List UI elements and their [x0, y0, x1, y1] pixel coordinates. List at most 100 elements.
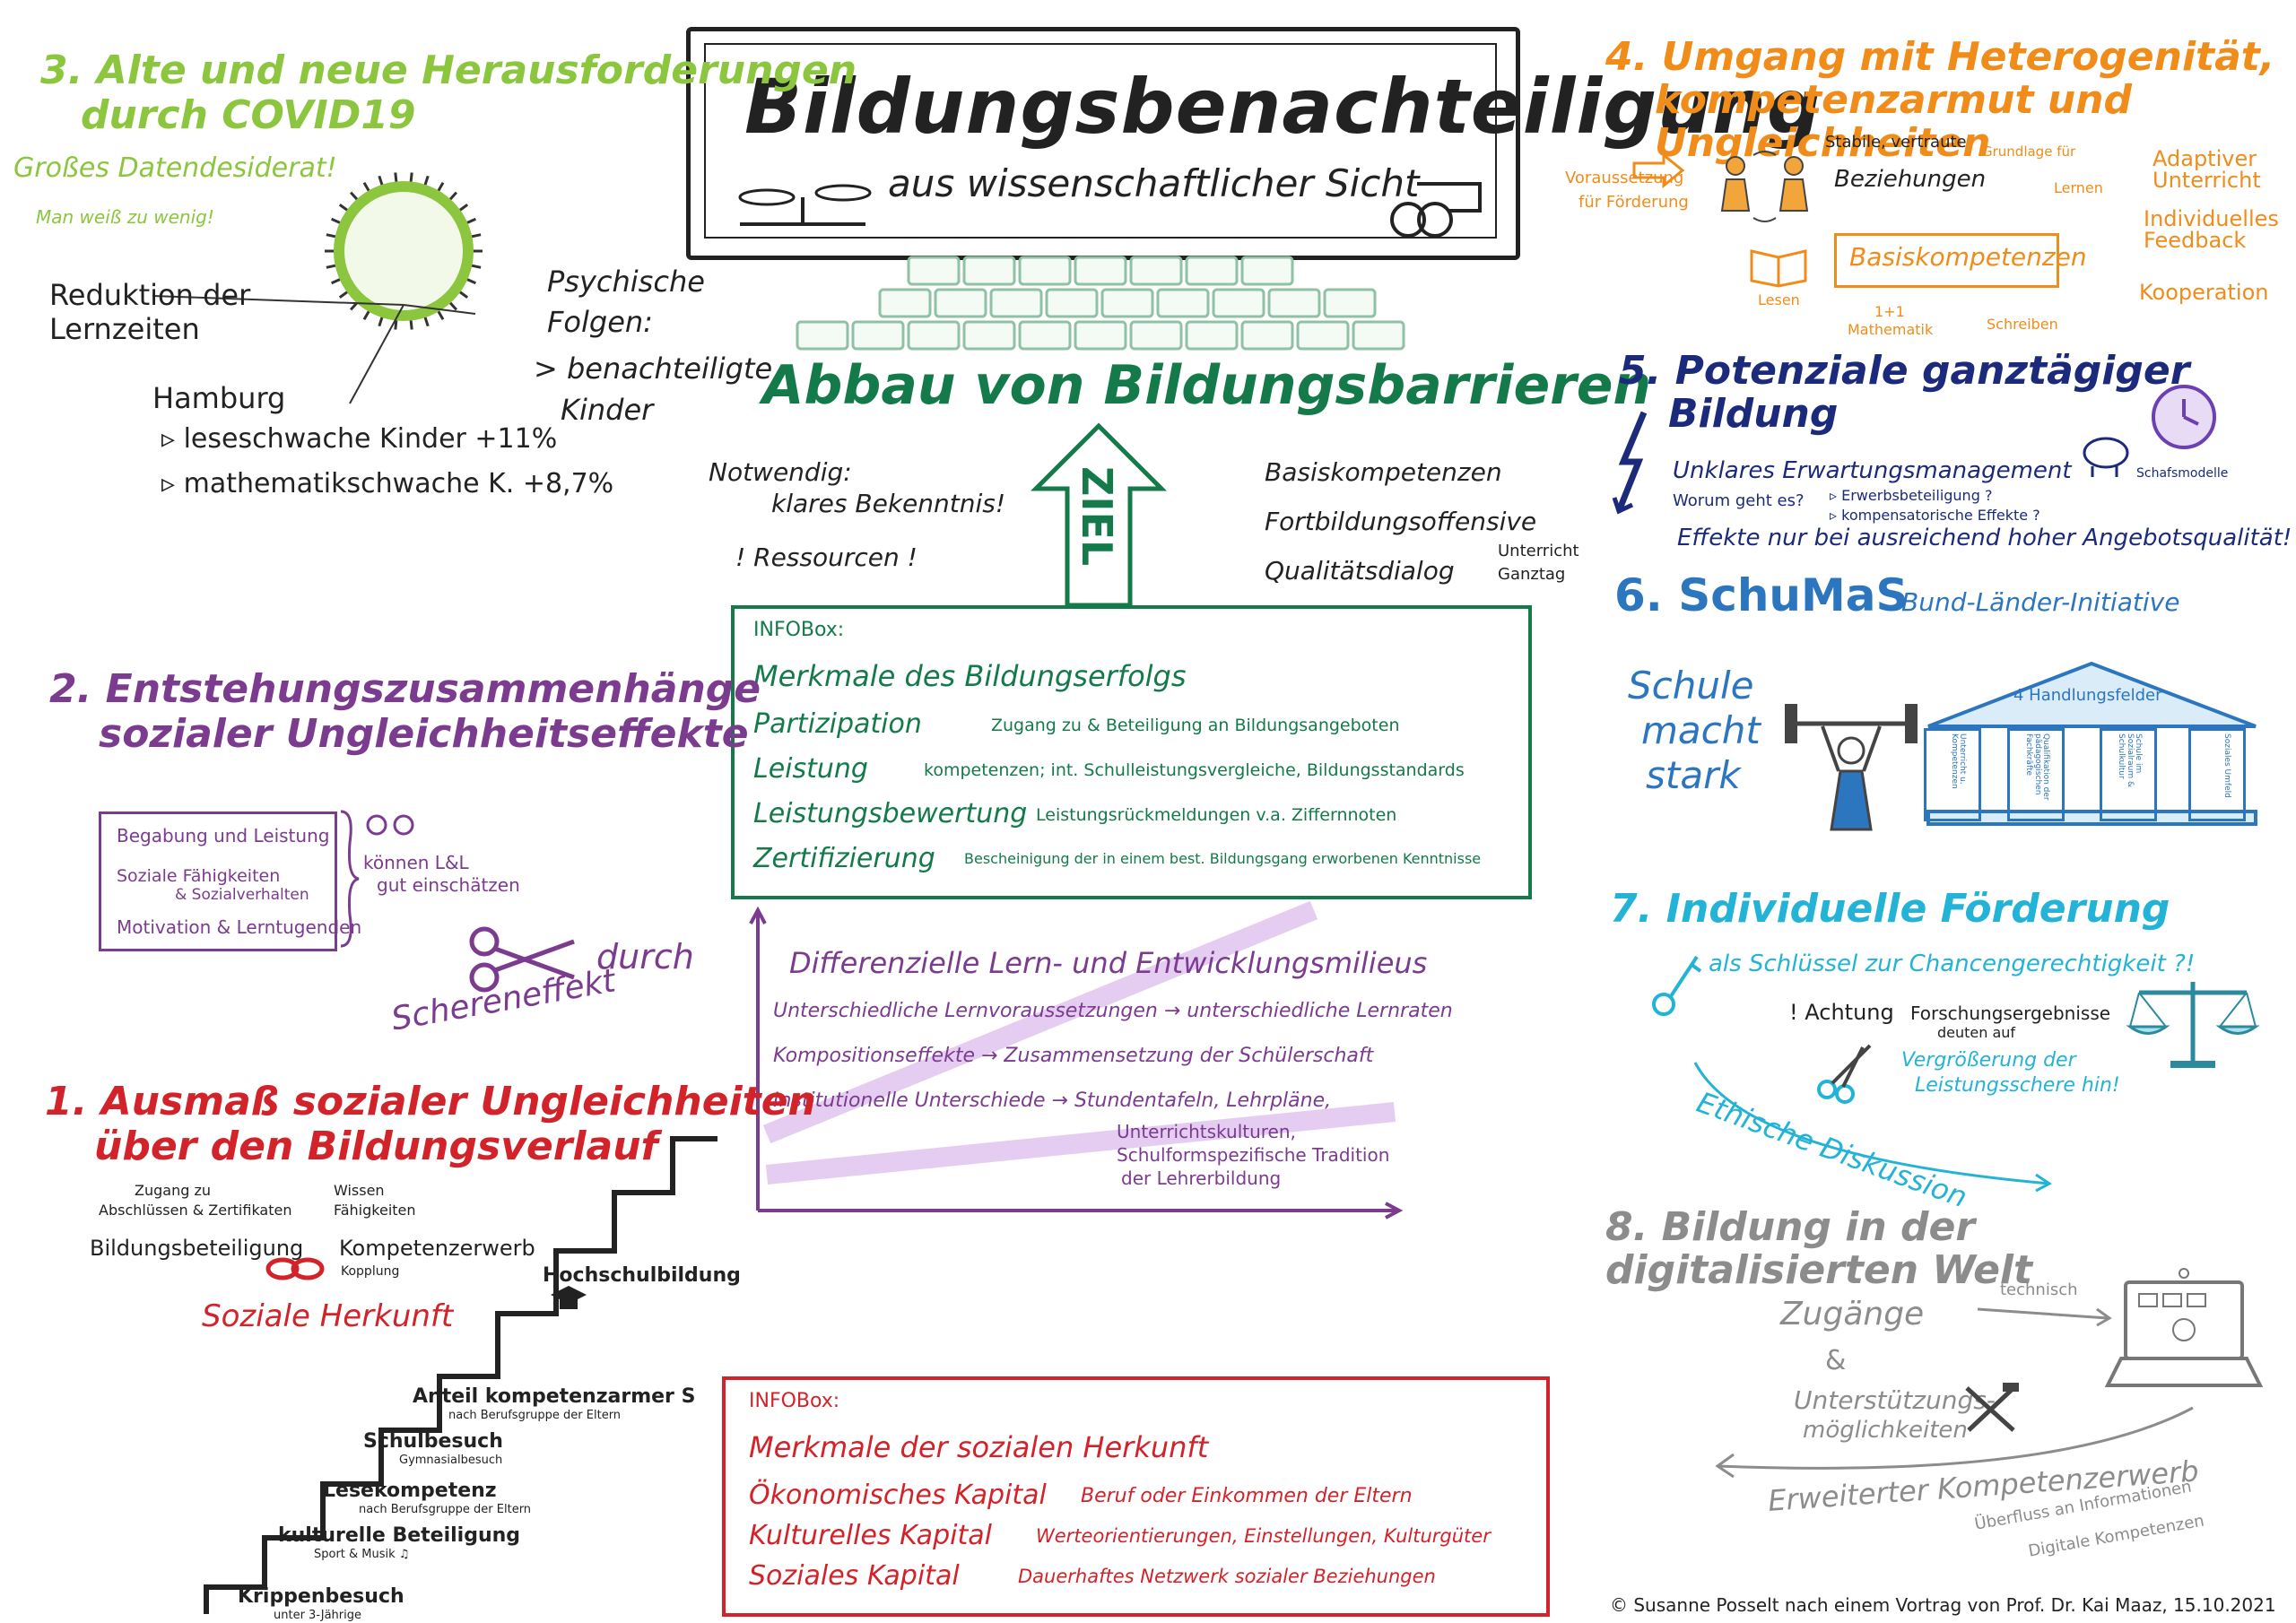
fortbildung-label: Fortbildungsoffensive	[1265, 507, 1537, 536]
s1-top-left-2: Abschlüssen & Zertifikaten	[99, 1202, 292, 1219]
infobox-green-label: INFOBox:	[753, 619, 845, 641]
s2-box-item-4: Motivation & Lerntugenden	[117, 916, 362, 938]
s2-title-line2: sozialer Ungleichheitseffekte	[99, 711, 749, 757]
s7-scissors-icon	[1817, 1044, 1872, 1104]
infobox-red-term: Soziales Kapital	[749, 1560, 960, 1592]
s3-psych-3: > benachteiligte	[534, 352, 773, 386]
s3-note-2: Man weiß zu wenig!	[36, 206, 214, 228]
stairs-icon	[204, 1136, 718, 1614]
s8-return-arrow	[1715, 1406, 2194, 1479]
milieus-row-2: Kompositionseffekte → Zusammensetzung de…	[773, 1045, 1374, 1067]
s2-side-note-2: gut einschätzen	[377, 874, 520, 896]
s2-box-item-3: & Sozialverhalten	[175, 886, 309, 904]
s3-hamburg-item-2: ▹ mathematikschwache K. +8,7%	[161, 468, 614, 499]
infobox-green-desc: kompetenzen; int. Schulleistungsvergleic…	[924, 760, 1465, 780]
s5-sub-1: ▹ Erwerbsbeteiligung ?	[1830, 487, 1993, 504]
qualitaet-label: Qualitätsdialog	[1265, 556, 1455, 586]
infobox-red-desc: Beruf oder Einkommen der Eltern	[1081, 1485, 1413, 1507]
s8-technisch: technisch	[2000, 1280, 2078, 1299]
milieus-extra-1: Unterrichtskulturen,	[1117, 1121, 1296, 1142]
s4-title-line1: 4. Umgang mit Heterogenität,	[1605, 34, 2275, 80]
s8-technisch-arrow	[1977, 1307, 2112, 1327]
s2-box-item-2: Soziale Fähigkeiten	[117, 866, 281, 886]
scale-icon	[738, 184, 872, 226]
s4-title-line2: kompetenzarmut und Ungleichheiten	[1655, 77, 2132, 167]
ressourcen-label: ! Ressourcen !	[735, 542, 918, 572]
stair-step-sub: nach Berufsgruppe der Eltern	[448, 1409, 622, 1422]
s6-left-2: macht	[1641, 708, 1761, 752]
s8-unterst-1: Unterstützungs-	[1794, 1385, 1996, 1415]
scissors-icon	[469, 926, 575, 993]
s4-basis: Basiskompetenzen	[1849, 242, 2087, 272]
infobox-red-heading: Merkmale der sozialen Herkunft	[749, 1430, 1209, 1464]
s7-vergr-2: Leistungsschere hin!	[1915, 1074, 2120, 1097]
s1-herkunft: Soziale Herkunft	[202, 1298, 454, 1334]
infobox-red-desc: Werteorientierungen, Einstellungen, Kult…	[1036, 1525, 1491, 1547]
s4-beziehungen: Beziehungen	[1834, 166, 1987, 193]
s1-kopplung: Kopplung	[341, 1264, 400, 1279]
s6-left-1: Schule	[1628, 664, 1754, 707]
virus-icon	[152, 172, 483, 404]
s1-top-left-1: Zugang zu	[135, 1182, 211, 1199]
infobox-green-desc: Leistungsrückmeldungen v.a. Ziffernnoten	[1036, 805, 1397, 825]
s1-top-right-2: Fähigkeiten	[334, 1202, 416, 1219]
stair-step-label: Anteil kompetenzarmer S	[413, 1385, 696, 1408]
infobox-green-term: Zertifizierung	[753, 843, 935, 874]
s4-voraussetzung-2: für Förderung	[1578, 193, 1689, 212]
milieus-extra-3: der Lehrerbildung	[1121, 1167, 1282, 1189]
temple-pillar	[2100, 728, 2157, 821]
weightlifter-icon	[1785, 704, 1918, 831]
s6-roof: 4 Handlungsfelder	[2013, 686, 2162, 705]
ethics-arrow-icon	[1693, 1062, 2052, 1193]
page-subtitle: aus wissenschaftlicher Sicht	[888, 161, 1420, 205]
s1-beteiligung: Bildungsbeteiligung	[90, 1236, 304, 1261]
tools-icon	[1965, 1383, 2019, 1432]
s3-hamburg: Hamburg	[152, 381, 286, 415]
temple-pillar-label: Unterricht u. Kompetenzen	[1949, 733, 1967, 789]
s8-und: &	[1825, 1345, 1847, 1376]
infobox-green-term: Leistung	[753, 753, 868, 785]
forward-arrow-icon	[1632, 152, 1685, 189]
s7-achtung: ! Achtung	[1789, 1000, 1894, 1025]
s6-sub: Bund-Länder-Initiative	[1901, 587, 2180, 617]
s4-voraussetzung-1: Voraussetzung	[1565, 169, 1684, 187]
s8-title: 8. Bildung in der digitalisierten Welt	[1605, 1204, 2033, 1294]
basiskompetenzen-label: Basiskompetenzen	[1265, 457, 1502, 487]
stair-step-sub: Gymnasialbesuch	[399, 1454, 503, 1467]
s7-vergr-1: Vergrößerung der	[1901, 1049, 2076, 1072]
infobox-bildungserfolg	[731, 605, 1532, 899]
s4-stabile: Stabile, vertraute	[1825, 133, 1967, 152]
unterricht-label: Unterricht	[1498, 542, 1579, 560]
s3-psych-2: Folgen:	[547, 305, 653, 339]
infobox-red-label: INFOBox:	[749, 1390, 840, 1412]
s7-title: 7. Individuelle Förderung	[1610, 886, 2170, 932]
bekenntnis-label: klares Bekenntnis!	[771, 489, 1006, 518]
temple-pillar-label: Qualifikation der pädagogischen Fachkräf…	[2024, 733, 2050, 801]
people-icon	[1720, 151, 1809, 222]
center-banner: Abbau von Bildungsbarrieren	[762, 354, 1652, 417]
temple-pillar	[2188, 728, 2246, 821]
s5-schaf: Schafsmodelle	[2136, 466, 2229, 481]
s6-title: 6. SchuMaS	[1614, 569, 1909, 621]
s3-reduction-1: Reduktion der	[49, 278, 251, 312]
s7-forschung-1: Forschungsergebnisse	[1910, 1002, 2111, 1024]
notwendig-label: Notwendig:	[709, 457, 852, 487]
temple-pillar	[1924, 728, 1981, 821]
s2-title-line1: 2. Entstehungszusammenhänge	[49, 666, 761, 712]
s4-basis-box	[1834, 233, 2059, 288]
s1-title-line1: 1. Ausmaß sozialer Ungleichheiten	[45, 1079, 816, 1124]
s3-title-line2: durch COVID19	[81, 92, 416, 138]
temple-pillar	[2007, 728, 2065, 821]
glasses-icon	[366, 814, 414, 836]
infobox-green-desc: Bescheinigung der in einem best. Bildung…	[964, 850, 1482, 867]
s7-forschung-2: deuten auf	[1937, 1024, 2016, 1041]
s3-note-1: Großes Datendesiderat!	[13, 152, 337, 184]
s3-reduction-2: Lernzeiten	[49, 312, 200, 346]
s4-mathe-2: Mathematik	[1848, 321, 1934, 338]
s3-psych-4: Kinder	[561, 393, 654, 427]
stair-step-label: Lesekompetenz	[323, 1480, 497, 1502]
s5-title-line2: Bildung	[1668, 391, 1839, 437]
stair-step-label: kulturelle Beteiligung	[278, 1524, 521, 1547]
infobox-green-term: Partizipation	[753, 708, 922, 740]
s1-kompetenz: Kompetenzerwerb	[339, 1236, 535, 1261]
